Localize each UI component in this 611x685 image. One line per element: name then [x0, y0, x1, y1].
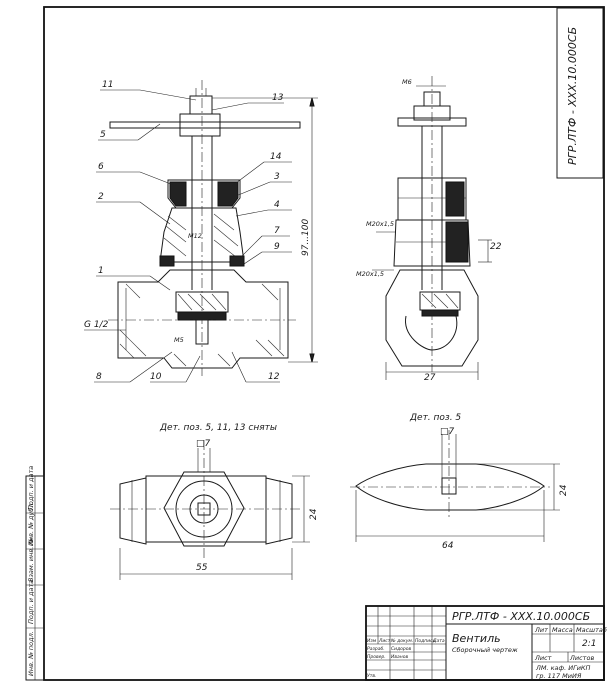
label-m20-lower: М20х1,5	[356, 270, 384, 278]
stamp-podp: Подпись	[415, 638, 436, 644]
pos-13: 13	[272, 93, 284, 103]
note-detail5: Дет. поз. 5	[409, 413, 461, 423]
strip-podp-data-2: Подп. и дата	[27, 466, 35, 510]
dim-sq7-right: □7	[440, 427, 455, 437]
pos-4: 4	[274, 200, 280, 210]
dim-sq7-top: □7	[196, 439, 211, 449]
strip-podp-data-1: Подп. и дата	[27, 580, 35, 624]
title-col-scale: Масштаб	[576, 626, 607, 634]
title-col-mass: Масса	[552, 626, 573, 634]
label-m6: М6	[402, 78, 412, 86]
title-code: РГР.ЛТФ - ХХХ.10.000СБ	[452, 610, 590, 623]
pos-9: 9	[274, 242, 280, 252]
title-sheet: Лист	[534, 654, 552, 662]
dim-55: 55	[196, 563, 208, 573]
stamp-utv: Утв.	[367, 673, 376, 679]
sheet-border	[43, 6, 605, 681]
pos-10: 10	[150, 372, 162, 382]
dim-64: 64	[442, 541, 454, 551]
dim-27: 27	[424, 373, 436, 383]
dim-height: 97...100	[301, 219, 311, 256]
stamp-razrab-name: Сидоров	[391, 646, 412, 652]
title-org2: гр. 117 МиИЯ	[536, 672, 582, 680]
strip-inv-dubl: Инв. № дубл.	[27, 502, 35, 546]
pos-1: 1	[98, 266, 104, 276]
title-org1: ЛМ. каф. ИГиКП	[535, 664, 591, 672]
dim-24-right: 24	[559, 484, 569, 496]
pos-7: 7	[274, 226, 280, 236]
stamp-ndok: № докум.	[390, 638, 413, 644]
stamp-list: Лист	[378, 638, 391, 644]
title-block	[365, 605, 605, 681]
pos-8: 8	[96, 372, 102, 382]
stamp-prov: Провер.	[367, 654, 386, 660]
code-stamp-text: РГР.ЛТФ - ХХХ.10.000СБ	[566, 27, 579, 165]
front-section-view	[84, 80, 318, 383]
stamp-prov-name: Иванов	[391, 654, 408, 660]
strip-inv-podl: Инв. № подл.	[27, 631, 35, 676]
dim-24: 24	[309, 508, 319, 520]
title-col-lit: Лит	[534, 626, 548, 634]
label-m5: М5	[174, 336, 184, 344]
pos-14: 14	[270, 152, 282, 162]
left-stamp-strip: Инв. № подл. Подп. и дата Взам. инв. № И…	[25, 466, 45, 681]
side-view	[372, 76, 492, 380]
pos-3: 3	[274, 172, 280, 182]
pos-6: 6	[98, 162, 104, 172]
label-m20-upper: М20х1,5	[366, 220, 394, 228]
title-scale-value: 2:1	[582, 639, 596, 649]
title-subtitle: Сборочный чертеж	[452, 646, 518, 654]
pos-2: 2	[98, 192, 104, 202]
title-sheets: Листов	[569, 654, 594, 662]
detail-5-view	[350, 430, 560, 542]
pos-11: 11	[102, 80, 113, 90]
note-top-view: Дет. поз. 5, 11, 13 сняты	[159, 423, 277, 433]
top-view	[110, 440, 310, 580]
title-name: Вентиль	[452, 632, 501, 645]
label-m12: М12	[188, 232, 202, 240]
dim-22: 22	[490, 242, 502, 252]
code-stamp-rotated: РГР.ЛТФ - ХХХ.10.000СБ	[556, 7, 604, 179]
stamp-izm: Изм	[367, 638, 377, 644]
pos-12: 12	[268, 372, 280, 382]
stamp-razrab: Разраб.	[367, 646, 385, 652]
pos-5: 5	[100, 130, 106, 140]
stamp-data: Дата	[432, 638, 445, 644]
label-g12: G 1/2	[84, 320, 109, 330]
strip-vzam-inv: Взам. инв. №	[27, 538, 35, 582]
